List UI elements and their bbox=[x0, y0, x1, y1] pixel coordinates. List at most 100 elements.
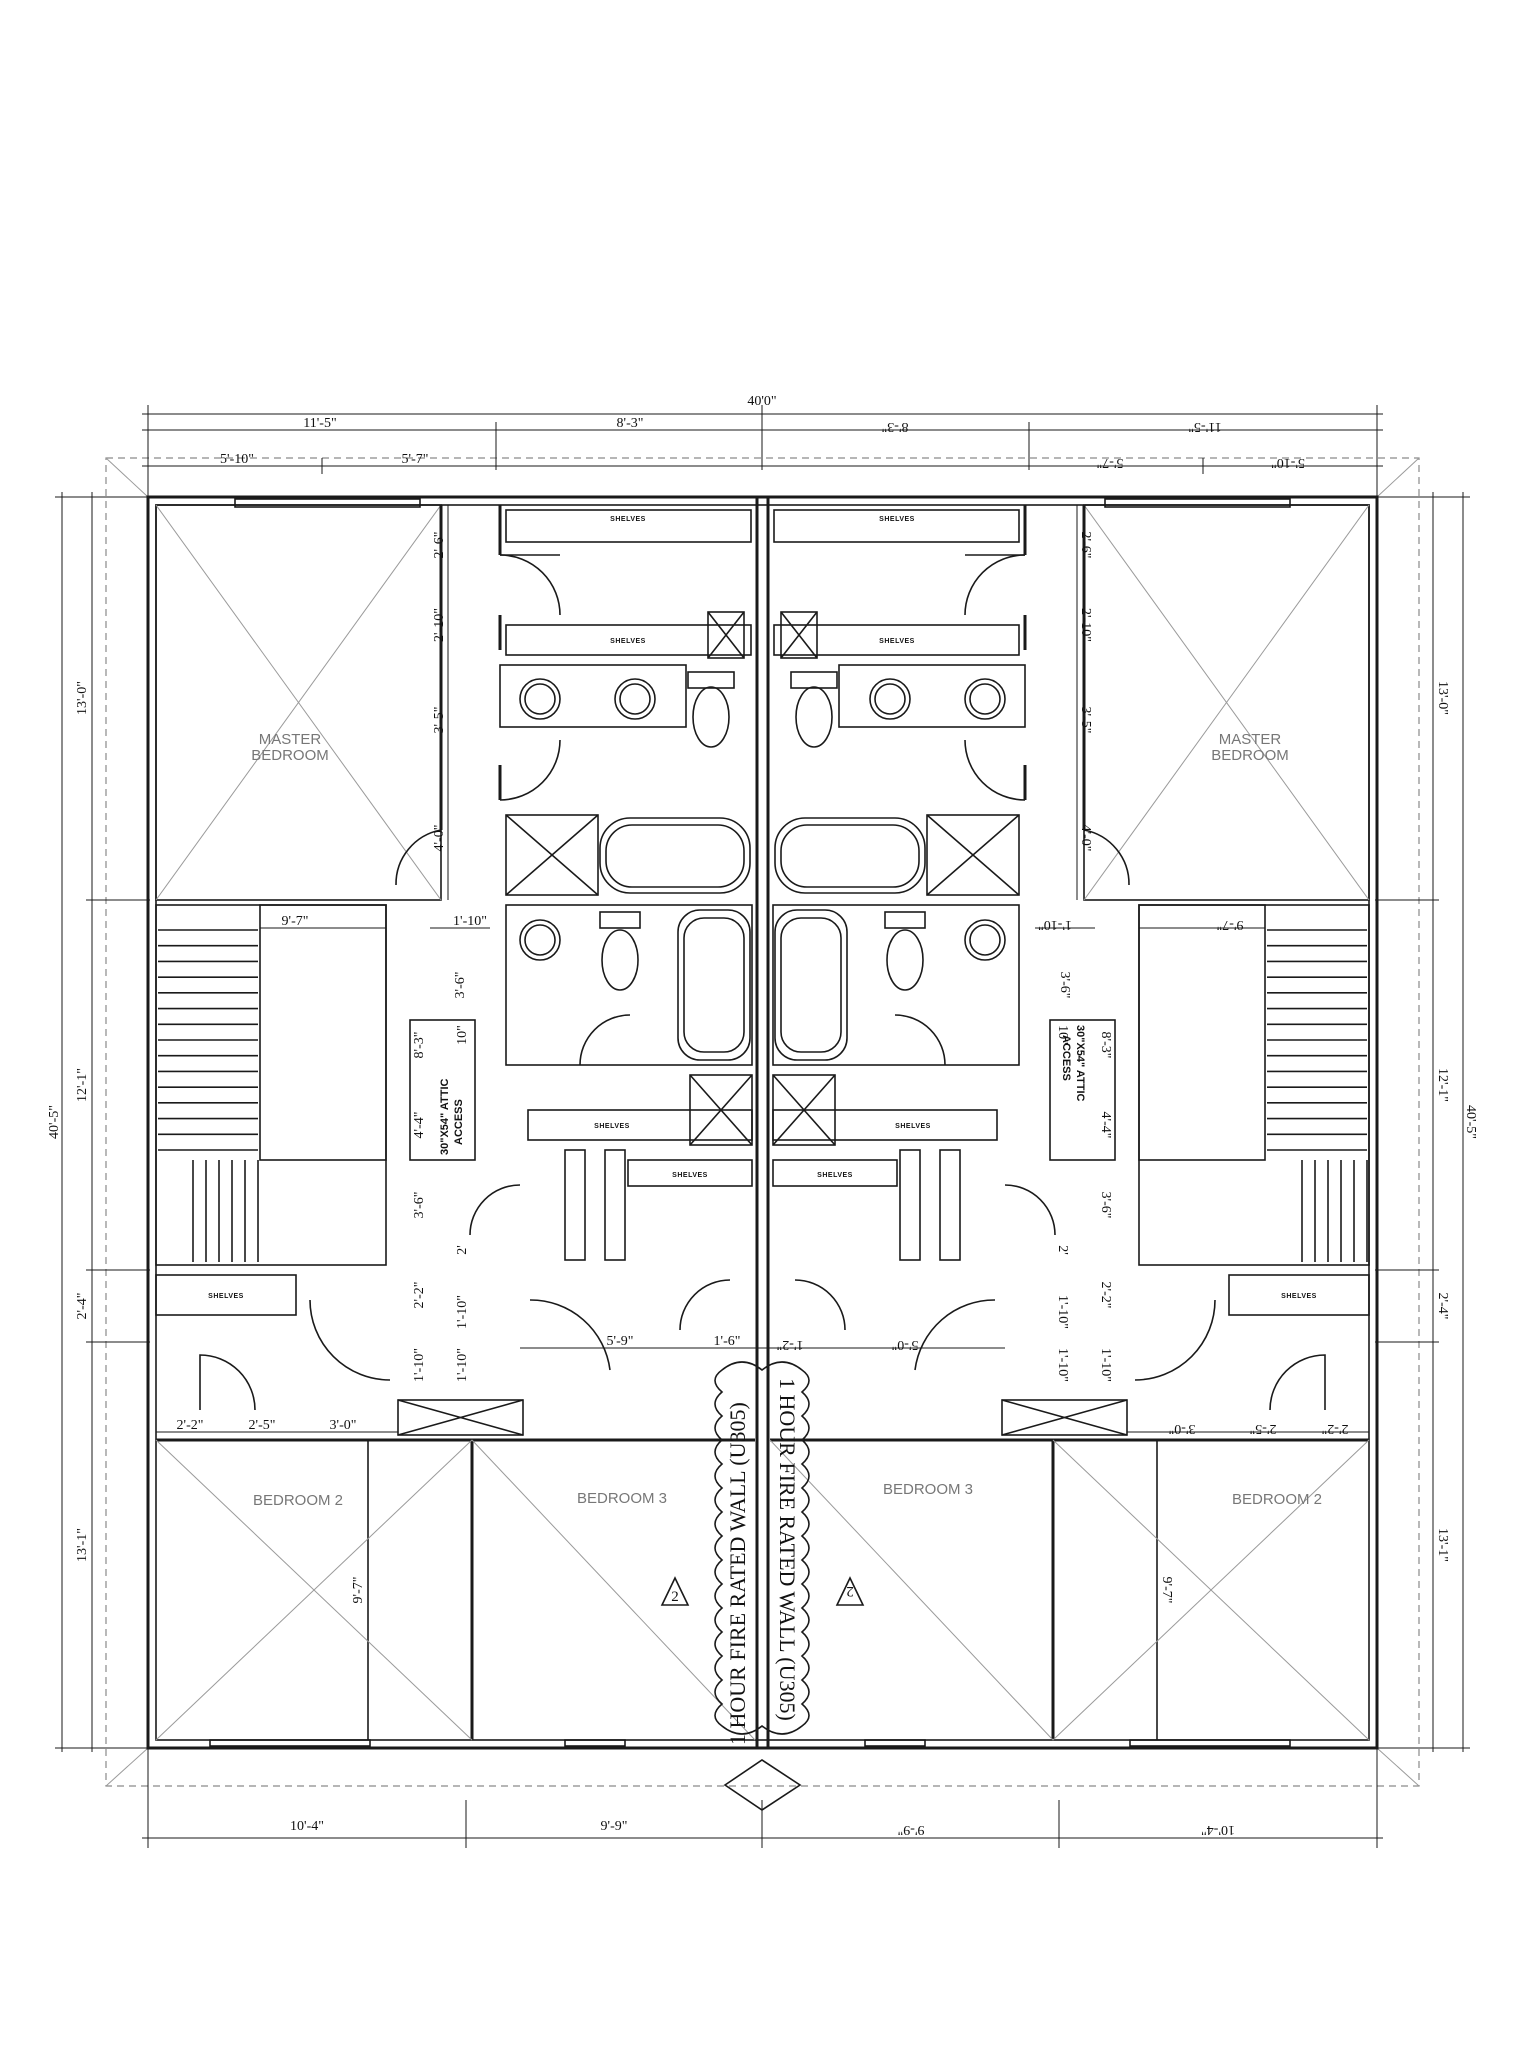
fire-wall-cloud bbox=[714, 1361, 810, 1735]
shelves-label: SHELVES bbox=[1281, 1293, 1317, 1300]
revision-mark-left: 2 bbox=[671, 1589, 679, 1605]
dim-bath: 3'-6" bbox=[453, 972, 468, 999]
room-label-bedroom-3-right: BEDROOM 3 bbox=[883, 1481, 973, 1498]
door-swing bbox=[309, 1299, 391, 1381]
revision-triangle-right bbox=[835, 1576, 865, 1606]
linen-closets bbox=[469, 1074, 1056, 1261]
dim-top: 11'-5" bbox=[303, 416, 336, 431]
dim-bottom: 10'-4" bbox=[1201, 1822, 1235, 1837]
dim-attic: 4'-4" bbox=[412, 1112, 427, 1139]
dim-top2: 5'-10" bbox=[220, 452, 254, 467]
shelves-label: SHELVES bbox=[594, 1123, 630, 1130]
dimension-left bbox=[55, 492, 150, 1752]
dim-hall: 1'-10" bbox=[455, 1295, 470, 1329]
dim-closet: 2'-10" bbox=[1078, 608, 1093, 642]
room-label-master-right-1: MASTER bbox=[1219, 731, 1282, 748]
revision-mark-right: 2 bbox=[846, 1583, 854, 1599]
dim-top2: 5'-7" bbox=[1097, 455, 1124, 470]
dim-side-right: 12'-1" bbox=[1435, 1068, 1450, 1102]
roof-hip-line bbox=[1376, 1747, 1420, 1787]
dim-hall: 1'-10" bbox=[453, 914, 487, 929]
dim-side-left: 13'-0" bbox=[75, 681, 90, 715]
dim-closet: 4'-0" bbox=[432, 825, 447, 852]
dim-hall: 1'-2" bbox=[777, 1337, 804, 1352]
master-suite-left bbox=[439, 505, 752, 896]
dim-bed-row: 3'-0" bbox=[330, 1418, 357, 1433]
master-suite-right bbox=[773, 505, 1086, 896]
room-label-master-right-2: BEDROOM bbox=[1211, 747, 1289, 764]
attic-label-right-2: ACCESS bbox=[1060, 1035, 1072, 1081]
dim-closet: 4'-0" bbox=[1078, 825, 1093, 852]
mechanical-chase-left bbox=[397, 1399, 524, 1436]
shelves-label: SHELVES bbox=[610, 516, 646, 523]
dim-attic: 8'-3" bbox=[412, 1032, 427, 1059]
dim-closet: 2'-10" bbox=[432, 608, 447, 642]
fire-wall-label-left: 1 HOUR FIRE RATED WALL (U305) bbox=[725, 1402, 750, 1745]
attic-label-right-1: 30"X54" ATTIC bbox=[1074, 1025, 1086, 1102]
interior-dimensions bbox=[156, 505, 1369, 1433]
shelves-label: SHELVES bbox=[672, 1172, 708, 1179]
dim-hall: 1'-10" bbox=[412, 1348, 427, 1382]
door-swing bbox=[1083, 829, 1130, 886]
dim-bed-row: 2'-5" bbox=[249, 1418, 276, 1433]
dimension-right bbox=[1375, 492, 1470, 1752]
dim-stair-width: 9'-7" bbox=[282, 914, 309, 929]
window bbox=[234, 498, 421, 508]
attic-label-left-1: 30"X54" ATTIC bbox=[439, 1078, 451, 1155]
dim-closet: 3'-5" bbox=[1078, 707, 1093, 734]
room-label-master-left-2: BEDROOM bbox=[251, 747, 329, 764]
dim-bath: 3'-6" bbox=[1057, 972, 1072, 999]
dim-side-left: 13'-1" bbox=[75, 1528, 90, 1562]
door-swing bbox=[529, 1299, 611, 1371]
dim-hall: 5'-0" bbox=[892, 1337, 919, 1352]
stair-right bbox=[1138, 904, 1370, 1266]
window bbox=[1104, 498, 1291, 508]
roof-hip-line bbox=[105, 457, 149, 498]
dim-hall: 1'-6" bbox=[714, 1334, 741, 1349]
window bbox=[564, 1739, 626, 1747]
fire-wall-label-right: 1 HOUR FIRE RATED WALL (U305) bbox=[775, 1378, 800, 1721]
dim-bed-row: 2'-5" bbox=[1250, 1421, 1277, 1436]
dim-bottom: 9'-9" bbox=[601, 1819, 628, 1834]
dim-stair-width: 9'-7" bbox=[1217, 917, 1244, 932]
window bbox=[864, 1739, 926, 1747]
dim-bed-row: 2'-2" bbox=[177, 1418, 204, 1433]
exterior-wall-inner bbox=[155, 504, 1370, 1741]
attic-access-right bbox=[1049, 1019, 1116, 1161]
dim-hall: 1'-10" bbox=[1038, 917, 1072, 932]
dimension-top bbox=[142, 405, 1383, 500]
dim-attic: 8'-3" bbox=[1098, 1032, 1113, 1059]
dim-hall: 1'-10" bbox=[1055, 1295, 1070, 1329]
shelves-label: SHELVES bbox=[208, 1293, 244, 1300]
dim-hall: 2'-2" bbox=[1098, 1282, 1113, 1309]
hall-bath-left bbox=[505, 904, 753, 1066]
dim-hall: 1'-10" bbox=[1098, 1348, 1113, 1382]
dim-bed2-closet: 9'-7" bbox=[351, 1577, 366, 1604]
dim-top2: 5'-7" bbox=[402, 452, 429, 467]
dim-overall-width: 40'0" bbox=[747, 394, 776, 409]
shelves-label: SHELVES bbox=[879, 516, 915, 523]
dim-hall: 1'-10" bbox=[1055, 1348, 1070, 1382]
dim-side-right: 13'-0" bbox=[1435, 681, 1450, 715]
dim-hall: 1'-10" bbox=[455, 1348, 470, 1382]
fire-wall-end-marker bbox=[723, 1759, 802, 1811]
room-label-master-left-1: MASTER bbox=[259, 731, 322, 748]
door-swing bbox=[395, 829, 442, 886]
door-swing bbox=[914, 1299, 996, 1371]
dim-hall: 3'-6" bbox=[412, 1192, 427, 1219]
shelves-label: SHELVES bbox=[895, 1123, 931, 1130]
dim-bed-row: 3'-0" bbox=[1169, 1421, 1196, 1436]
attic-label-left-2: ACCESS bbox=[453, 1099, 465, 1145]
dim-top2: 5'-10" bbox=[1271, 455, 1305, 470]
shelves-label: SHELVES bbox=[879, 638, 915, 645]
dim-bottom: 9'-9" bbox=[898, 1822, 925, 1837]
dim-bed-row: 2'-2" bbox=[1322, 1421, 1349, 1436]
dim-hall: 5'-9" bbox=[607, 1334, 634, 1349]
roof-outline bbox=[105, 457, 1420, 1787]
linen-closet-right bbox=[1228, 1274, 1370, 1316]
dimension-bottom bbox=[142, 1748, 1383, 1848]
attic-access-left bbox=[409, 1019, 476, 1161]
dim-attic: 10" bbox=[455, 1025, 470, 1045]
dim-hall: 2'-2" bbox=[412, 1282, 427, 1309]
